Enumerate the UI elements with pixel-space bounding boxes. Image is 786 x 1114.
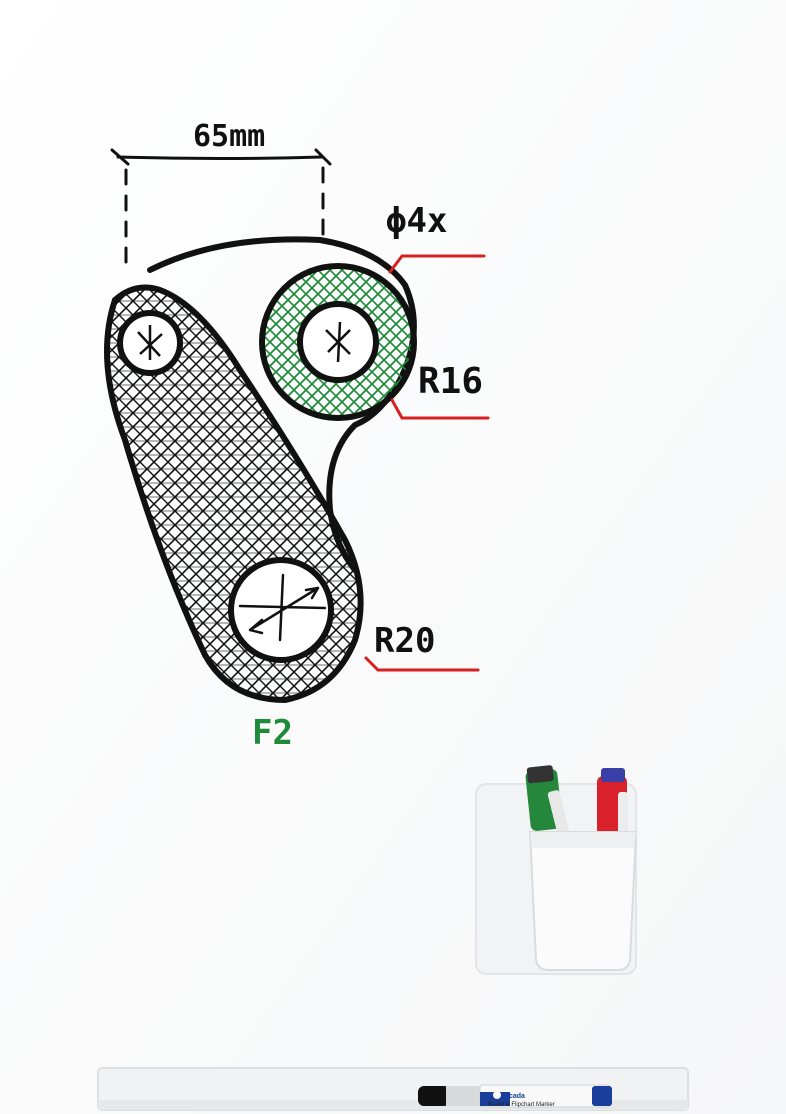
red-marker[interactable] [597,768,628,836]
radius-large-label: R20 [374,621,435,661]
marker-product: Board & Flipchart Marker [488,1102,555,1108]
part-outline [104,236,417,704]
marker-cup [475,765,638,975]
hole-spec-label: ϕ4x [386,201,447,241]
dimension-label: 65mm [193,119,265,154]
part-label: F2 [252,713,293,753]
green-marker[interactable] [525,765,571,841]
dimension-line [110,148,332,272]
leader-lines [364,254,490,672]
radius-small-label: R16 [418,361,483,402]
tray-marker[interactable] [418,1084,612,1108]
marker-brand: rocada [502,1093,525,1100]
